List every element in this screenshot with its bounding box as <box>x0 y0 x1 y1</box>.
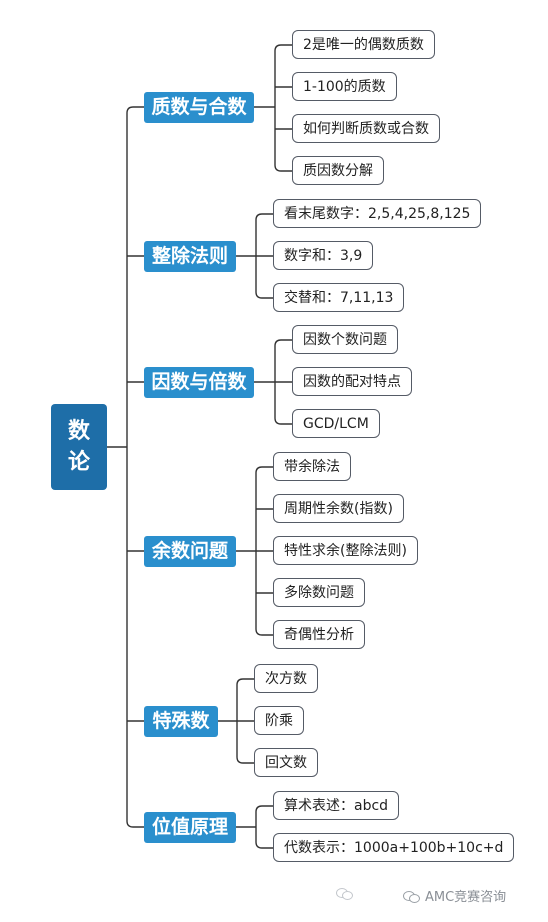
leaf-label: 算术表述：abcd <box>284 798 389 814</box>
leaf-prime-factorization[interactable]: 质因数分解 <box>292 156 384 185</box>
leaf-label: 看末尾数字：2,5,4,25,8,125 <box>284 206 471 222</box>
leaf-palindrome[interactable]: 回文数 <box>254 748 318 777</box>
branch-factors-multiples[interactable]: 因数与倍数 <box>144 367 254 398</box>
branch-label: 特殊数 <box>152 710 210 732</box>
leaf-powers[interactable]: 次方数 <box>254 664 318 693</box>
branch-connector <box>126 106 144 114</box>
leaf-label: 周期性余数(指数) <box>284 501 393 517</box>
leaf-division-with-remainder[interactable]: 带余除法 <box>273 452 351 481</box>
leaf-primes-1-100[interactable]: 1-100的质数 <box>292 72 397 101</box>
leaf-parity-analysis[interactable]: 奇偶性分析 <box>273 620 365 649</box>
leaf-periodic-remainder[interactable]: 周期性余数(指数) <box>273 494 404 523</box>
leaf-connector <box>255 841 273 849</box>
leaf-label: 回文数 <box>265 755 307 771</box>
leaf-label: 交替和：7,11,13 <box>284 290 394 306</box>
watermark: AMC竞赛咨询 <box>403 886 506 905</box>
leaf-label: 带余除法 <box>284 459 340 475</box>
leaf-label: 代数表示：1000a+100b+10c+d <box>284 840 504 856</box>
leaf-label: 多除数问题 <box>284 585 354 601</box>
leaf-algebraic-expression[interactable]: 代数表示：1000a+100b+10c+d <box>273 833 515 862</box>
leaf-connector <box>236 756 254 764</box>
leaf-label: 因数的配对特点 <box>303 374 401 390</box>
leaf-connector <box>255 466 273 474</box>
leaf-connector <box>274 164 292 172</box>
watermark-text: AMC竞赛咨询 <box>425 890 507 905</box>
leaf-label: 数字和：3,9 <box>284 248 363 264</box>
leaf-label: 2是唯一的偶数质数 <box>303 37 424 53</box>
leaf-connector <box>255 628 273 636</box>
root-label-line1: 数 <box>67 419 90 444</box>
leaf-label: 1-100的质数 <box>303 79 386 95</box>
wechat-icon <box>336 886 354 900</box>
wechat-icon <box>403 889 421 903</box>
branch-connector <box>126 820 144 828</box>
leaf-last-digits[interactable]: 看末尾数字：2,5,4,25,8,125 <box>273 199 482 228</box>
branch-special-numbers[interactable]: 特殊数 <box>144 706 218 737</box>
leaf-factorial[interactable]: 阶乘 <box>254 706 304 735</box>
leaf-label: 阶乘 <box>265 713 293 729</box>
branch-label: 余数问题 <box>151 540 228 562</box>
leaf-connector <box>274 417 292 425</box>
leaf-prime-test[interactable]: 如何判断质数或合数 <box>292 114 440 143</box>
leaf-label: 因数个数问题 <box>303 332 387 348</box>
leaf-label: 次方数 <box>265 671 307 687</box>
leaf-connector <box>236 678 254 686</box>
branch-prime-composite[interactable]: 质数与合数 <box>144 92 254 123</box>
leaf-gcd-lcm[interactable]: GCD/LCM <box>292 409 380 438</box>
branch-place-value[interactable]: 位值原理 <box>144 812 236 843</box>
leaf-remainder-by-rules[interactable]: 特性求余(整除法则) <box>273 536 418 565</box>
branch-divisibility-rules[interactable]: 整除法则 <box>144 241 236 272</box>
leaf-connector <box>255 805 273 813</box>
branch-label: 因数与倍数 <box>151 371 247 393</box>
leaf-factor-count[interactable]: 因数个数问题 <box>292 325 398 354</box>
branch-label: 位值原理 <box>151 816 228 838</box>
leaf-label: 如何判断质数或合数 <box>303 121 429 137</box>
leaf-label: 质因数分解 <box>303 163 373 179</box>
root-node[interactable]: 数 论 <box>51 404 107 490</box>
leaf-connector <box>274 339 292 347</box>
branch-label: 整除法则 <box>151 245 228 267</box>
leaf-connector <box>255 291 273 299</box>
leaf-label: 奇偶性分析 <box>284 627 354 643</box>
leaf-arithmetic-expression[interactable]: 算术表述：abcd <box>273 791 400 820</box>
branch-label: 质数与合数 <box>151 96 247 118</box>
leaf-label: 特性求余(整除法则) <box>284 543 407 559</box>
branch-remainder[interactable]: 余数问题 <box>144 536 236 567</box>
leaf-only-even-prime[interactable]: 2是唯一的偶数质数 <box>292 30 435 59</box>
leaf-alternating-sum[interactable]: 交替和：7,11,13 <box>273 283 405 312</box>
root-label-line2: 论 <box>67 450 90 475</box>
leaf-connector <box>274 44 292 52</box>
leaf-connector <box>255 213 273 221</box>
leaf-label: GCD/LCM <box>303 416 369 432</box>
leaf-multiple-divisors[interactable]: 多除数问题 <box>273 578 365 607</box>
leaf-factor-pairs[interactable]: 因数的配对特点 <box>292 367 412 396</box>
leaf-digit-sum[interactable]: 数字和：3,9 <box>273 241 374 270</box>
